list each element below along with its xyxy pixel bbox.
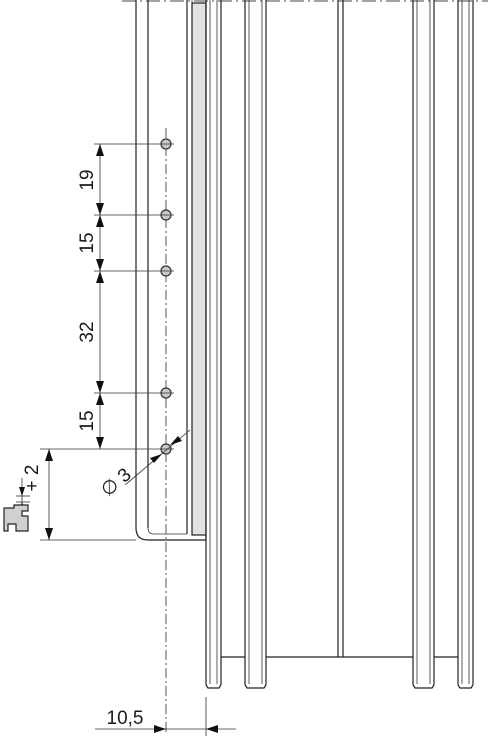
hole-diameter-label: ∅ 3 xyxy=(97,464,135,501)
bottom-offset-dimension xyxy=(45,449,53,540)
dimension-32: 32 xyxy=(77,321,98,342)
extension-lines xyxy=(40,143,174,541)
dimension-15-lower: 15 xyxy=(77,410,98,431)
dimension-15-upper: 15 xyxy=(77,232,98,253)
horizontal-offset-dimension xyxy=(95,697,236,736)
hole-diameter-leader xyxy=(124,429,191,486)
panel-shaded-edge xyxy=(191,2,207,536)
dimension-plus-2: + 2 xyxy=(22,465,43,492)
vertical-dimension-chain xyxy=(96,144,104,449)
dimension-19: 19 xyxy=(77,169,98,190)
adjustment-cam-icon xyxy=(3,504,29,532)
cabinet-side-panel xyxy=(135,0,207,541)
drawer-side-profile xyxy=(205,0,474,689)
dimension-10-5: 10,5 xyxy=(107,708,144,729)
